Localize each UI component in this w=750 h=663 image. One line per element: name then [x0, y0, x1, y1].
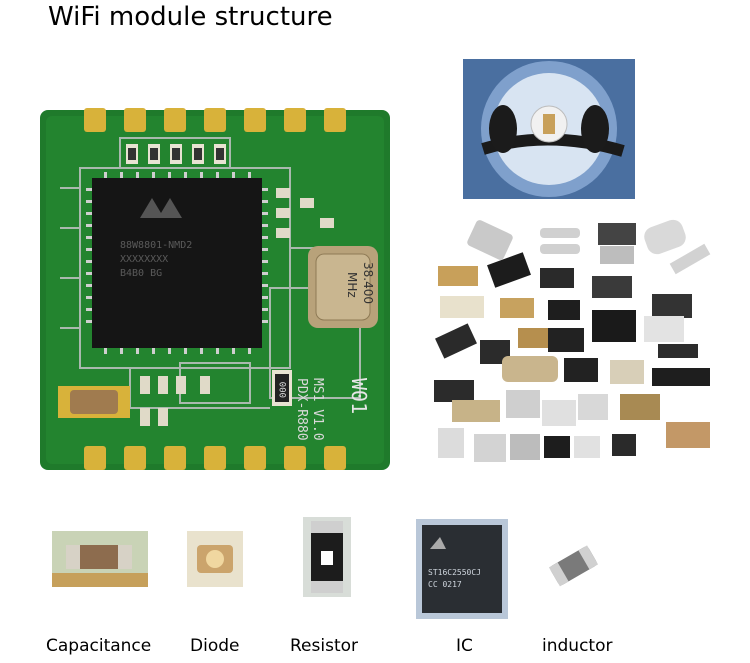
label-inductor: inductor: [542, 636, 613, 656]
chip-marking-3: B4B0 BG: [120, 268, 162, 279]
board-capacitor: [70, 390, 118, 414]
ic-photo: ST16C2550CJ CC 0217: [416, 519, 508, 619]
label-ic: IC: [456, 636, 473, 656]
silkscreen-line-1: PDX-R880: [294, 378, 309, 441]
crystal-marking-1: 38.400: [361, 262, 375, 304]
inductor-photo: [543, 535, 603, 595]
resistor-code: 000: [279, 382, 289, 398]
wifi-module-board: 88W8801-NMD2 XXXXXXXX B4B0 BG 38.400 MHz…: [40, 108, 392, 470]
resistor-photo: [303, 517, 351, 597]
capacitance-photo: [52, 531, 148, 587]
silkscreen-line-2: MS1 V1.0: [310, 378, 325, 441]
diode-photo: [187, 531, 243, 587]
oscillator-collage: [430, 218, 720, 468]
chip-marking-2: XXXXXXXX: [120, 254, 168, 265]
main-chip: [92, 178, 262, 348]
component-reel-photo: [463, 59, 635, 199]
label-capacitance: Capacitance: [46, 636, 152, 656]
crystal-marking-2: MHz: [345, 272, 359, 298]
ic-marking-2: CC 0217: [428, 580, 462, 589]
ic-marking-1: ST16C2550CJ: [428, 568, 481, 577]
page-title: WiFi module structure: [48, 2, 333, 32]
chip-marking-1: 88W8801-NMD2: [120, 240, 192, 251]
label-resistor: Resistor: [290, 636, 358, 656]
label-diode: Diode: [190, 636, 240, 656]
silkscreen-w01: W01: [347, 378, 371, 414]
